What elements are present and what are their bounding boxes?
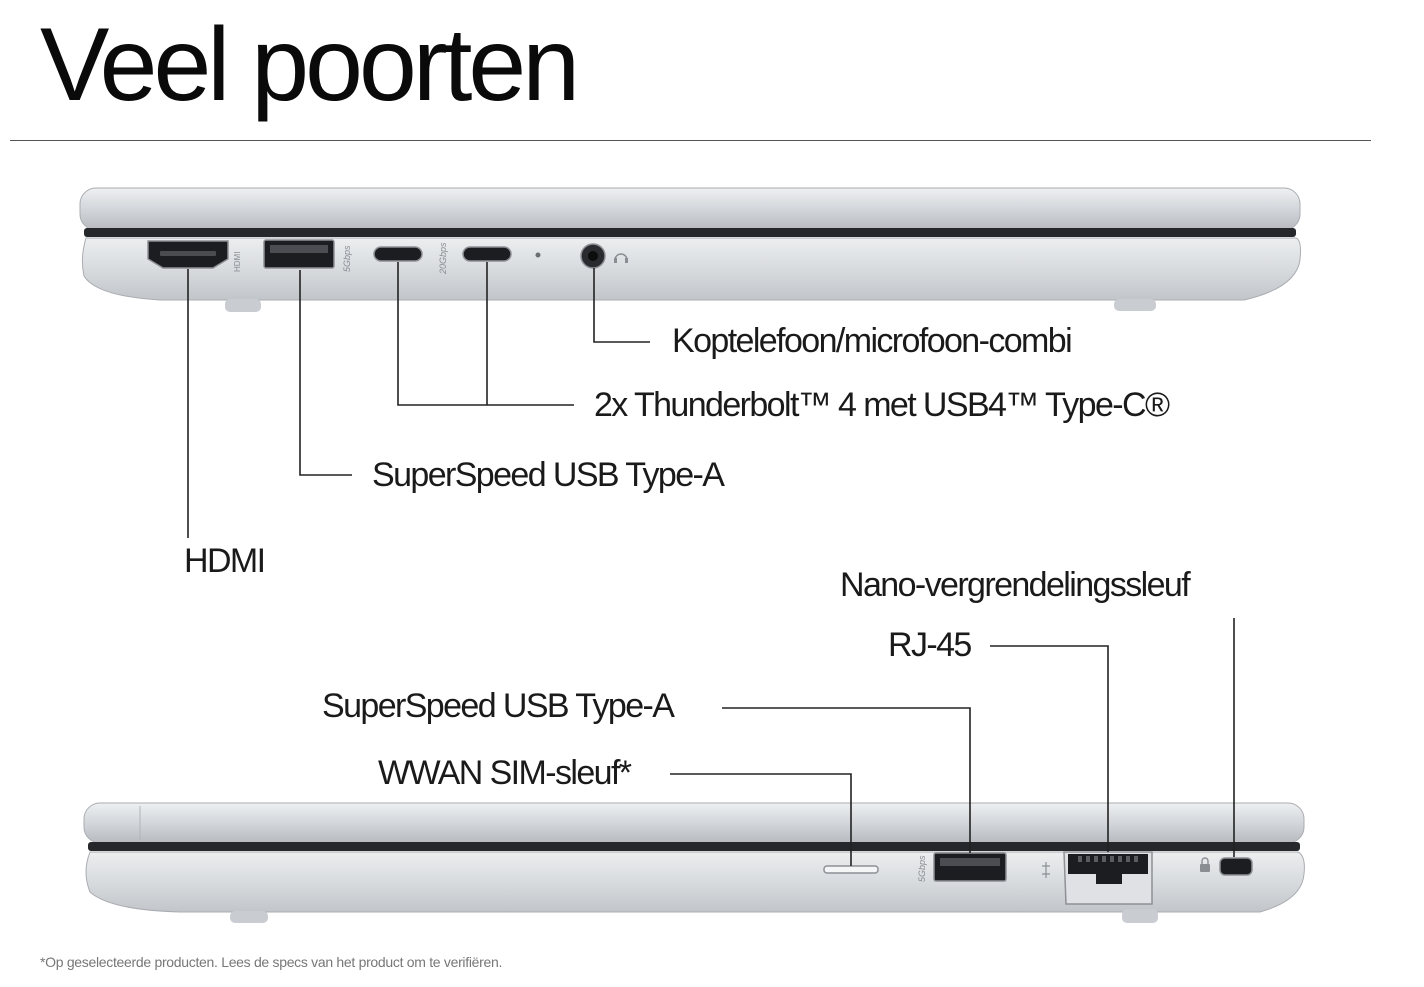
hdmi-port-pins <box>160 251 216 256</box>
label-usb-a-left: SuperSpeed USB Type-A <box>372 456 725 494</box>
label-thunderbolt: 2x Thunderbolt™ 4 met USB4™ Type-C® <box>594 386 1170 424</box>
laptop-lid <box>79 187 1301 231</box>
lock-icon <box>1200 857 1210 872</box>
callout-line-sim <box>670 773 852 866</box>
callout-line-thunderbolt <box>397 262 574 406</box>
hdmi-mark: HDMI <box>233 252 242 272</box>
label-headphone-combo: Koptelefoon/microfoon-combi <box>672 322 1073 360</box>
usb-a-tongue <box>270 245 328 253</box>
page-title: Veel poorten <box>40 7 580 123</box>
rubber-foot <box>1122 909 1158 923</box>
rubber-foot <box>230 911 268 923</box>
callout-line-rj45 <box>990 645 1109 852</box>
rubber-foot <box>225 299 261 312</box>
footnote: *Op geselecteerde producten. Lees de spe… <box>40 954 503 970</box>
lid-seam <box>88 842 1300 851</box>
rubber-foot <box>1114 299 1156 311</box>
ethernet-icon <box>1042 862 1050 878</box>
usb-speed-mark: 5Gbps <box>917 855 927 882</box>
thunderbolt-port-2 <box>462 246 512 262</box>
top-callout-lines <box>187 262 650 538</box>
usb-a-port <box>933 852 1007 882</box>
laptop-left-side: HDMI 5Gbps 20Gbps <box>79 187 1301 538</box>
callout-line-usb-a <box>722 707 971 853</box>
usb-a-port <box>263 239 335 269</box>
bottom-callout-lines <box>670 618 1235 866</box>
label-rj45: RJ-45 <box>888 626 972 664</box>
usb-a-tongue <box>940 858 1000 866</box>
label-nano-lock: Nano-vergrendelingssleuf <box>840 566 1191 604</box>
headset-icon-right <box>625 258 628 263</box>
callout-line-usb-a <box>299 270 352 476</box>
title-divider <box>10 140 1371 141</box>
label-hdmi: HDMI <box>184 542 266 580</box>
laptop-lid <box>83 802 1305 844</box>
nano-lock-slot <box>1219 857 1253 876</box>
headset-icon-left <box>614 258 617 263</box>
rj45-pins <box>1078 856 1138 862</box>
audio-jack-hole <box>588 251 598 261</box>
callout-line-headphone <box>593 268 650 343</box>
tb-speed-mark: 20Gbps <box>438 242 448 275</box>
status-led <box>535 252 541 258</box>
lid-seam <box>84 228 1296 237</box>
label-sim-slot: WWAN SIM-sleuf* <box>378 754 632 792</box>
thunderbolt-port-1 <box>373 246 423 262</box>
laptop-right-side: 5Gbps <box>83 618 1305 923</box>
sim-slot <box>823 865 879 874</box>
usb-speed-mark: 5Gbps <box>342 245 352 272</box>
label-usb-a-right: SuperSpeed USB Type-A <box>322 687 675 725</box>
